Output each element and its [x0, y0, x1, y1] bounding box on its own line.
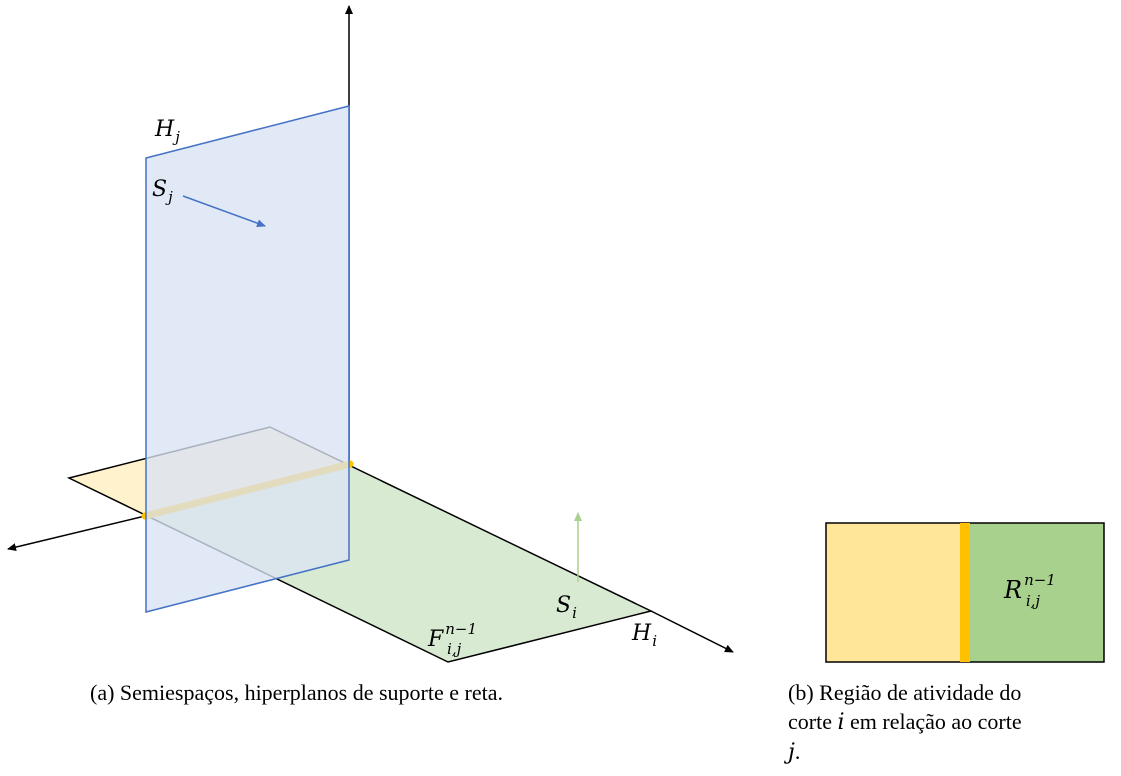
axis-right: [650, 610, 734, 653]
label-hi: Hi: [631, 621, 657, 650]
vertical-plane-hj: [145, 105, 350, 613]
caption-a: (a) Semiespaços, hiperplanos de suporte …: [90, 678, 503, 707]
label-si: Si: [556, 593, 577, 622]
sj-direction-arrow: [182, 195, 266, 228]
caption-b-line3: j.: [788, 739, 801, 765]
caption-b-line1: (b) Região de atividade do: [788, 680, 1022, 705]
axis-left: [7, 515, 146, 552]
caption-b: (b) Região de atividade do corte i em re…: [788, 678, 1118, 767]
caption-a-tag: (a): [90, 680, 115, 705]
label-sj: Sj: [152, 177, 173, 206]
region-inactive-yellow: [826, 523, 965, 662]
caption-b-line2: corte i em relação ao corte: [788, 709, 1022, 735]
label-hj: Hj: [154, 117, 180, 146]
region-active-green: [965, 523, 1104, 662]
caption-a-text: Semiespaços, hiperplanos de suporte e re…: [119, 680, 503, 705]
